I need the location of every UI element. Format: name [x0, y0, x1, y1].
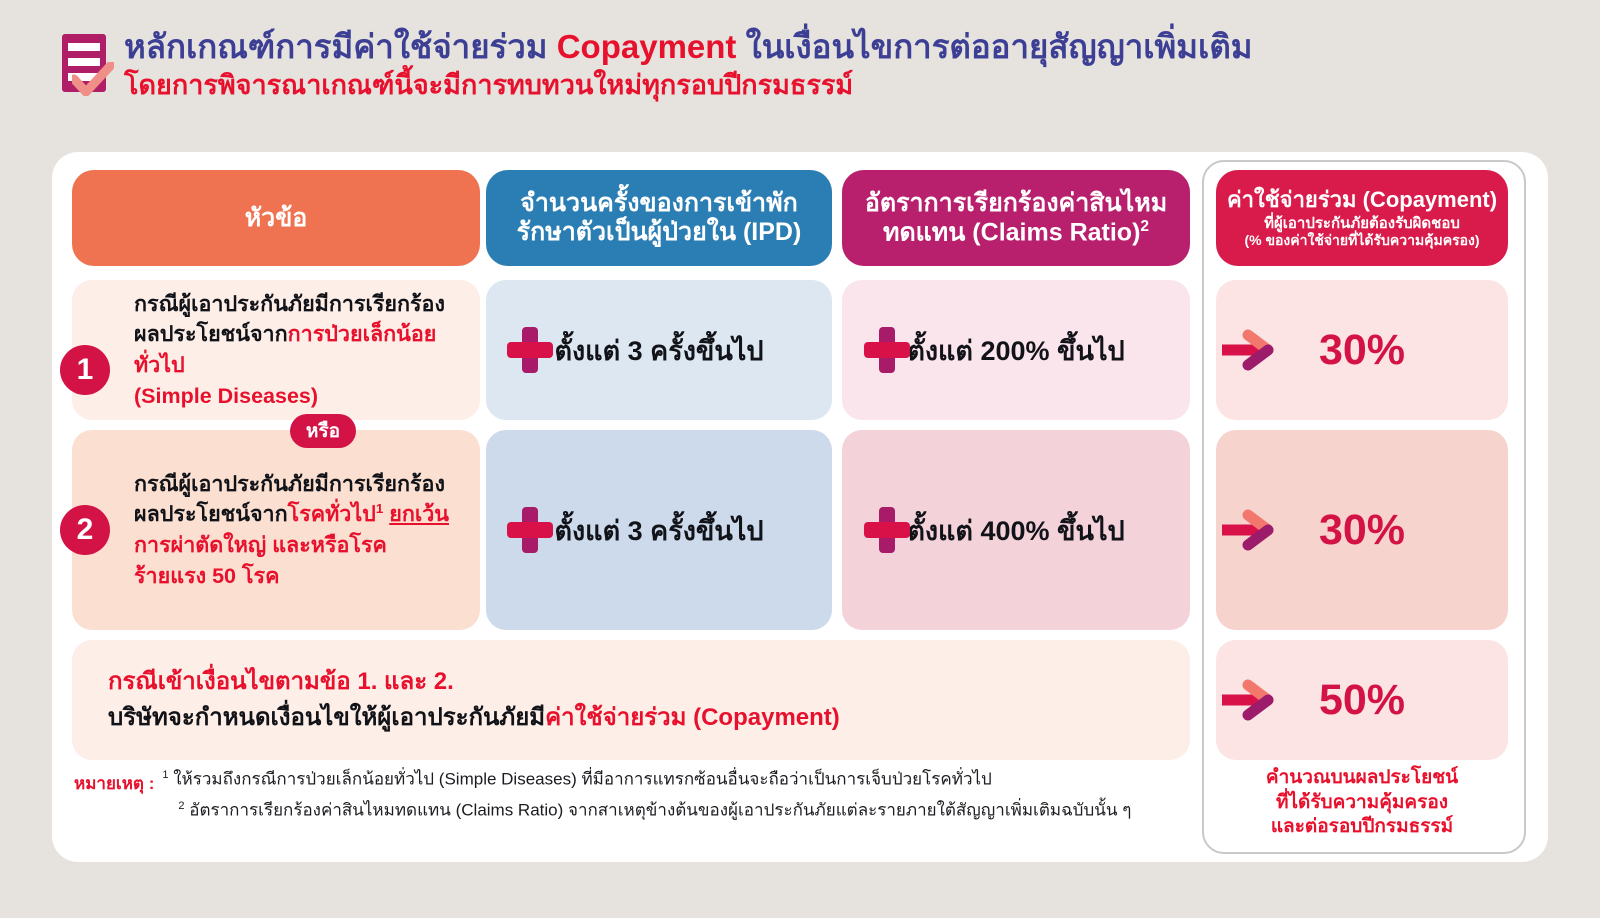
- column-header-topic: หัวข้อ: [72, 170, 480, 266]
- arrow-right-icon: [1222, 679, 1274, 721]
- page-subtitle: โดยการพิจารณาเกณฑ์นี้จะมีการทบทวนใหม่ทุก…: [124, 69, 854, 100]
- result-caption-line2: ที่ได้รับความคุ้มครอง: [1275, 791, 1449, 813]
- summary-result-value: 50%: [1318, 675, 1406, 724]
- column-header-claims: อัตราการเรียกร้องค่าสินไหม ทดแทน (Claims…: [842, 170, 1190, 266]
- summary-row: กรณีเข้าเงื่อนไขตามข้อ 1. และ 2. บริษัทจ…: [72, 640, 1190, 760]
- footnote-item: 2 อัตราการเรียกร้องค่าสินไหมทดแทน (Claim…: [162, 799, 1131, 822]
- arrow-right-icon: [1222, 509, 1274, 551]
- page-title-pre: หลักเกณฑ์การมีค่าใช้จ่ายร่วม: [124, 28, 557, 65]
- plus-icon: [864, 507, 910, 553]
- page-header: หลักเกณฑ์การมีค่าใช้จ่ายร่วม Copayment ใ…: [62, 28, 1542, 128]
- footnote-text: อัตราการเรียกร้องค่าสินไหมทดแทน (Claims …: [189, 800, 1132, 820]
- row2-claims-value: ตั้งแต่ 400% ขึ้นไป: [907, 515, 1125, 546]
- row2-topic-line4: ร้ายแรง 50 โรค: [134, 563, 280, 588]
- table-row: กรณีผู้เอาประกันภัยมีการเรียกร้อง ผลประโ…: [72, 430, 480, 630]
- summary-text: กรณีเข้าเงื่อนไขตามข้อ 1. และ 2. บริษัทจ…: [108, 664, 840, 736]
- footnote-text: ให้รวมถึงกรณีการป่วยเล็กน้อยทั่วไป (Simp…: [173, 769, 992, 789]
- row2-ipd-value: ตั้งแต่ 3 ครั้งขึ้นไป: [554, 515, 764, 546]
- result-caption-line3: และต่อรอบปีกรมธรรม์: [1270, 816, 1454, 838]
- column-header-ipd-line2: รักษาตัวเป็นผู้ป่วยใน (IPD): [516, 218, 802, 246]
- summary-line2-plain: บริษัทจะกำหนดเงื่อนไขให้ผู้เอาประกันภัยม…: [108, 704, 546, 731]
- column-header-ipd-line1: จำนวนครั้งของการเข้าพัก: [520, 189, 798, 217]
- footnote-marker: 2: [178, 799, 185, 812]
- row1-topic-text: กรณีผู้เอาประกันภัยมีการเรียกร้อง ผลประโ…: [134, 289, 458, 411]
- or-badge: หรือ: [290, 414, 356, 448]
- row2-topic-line2-plain: ผลประโยชน์จาก: [134, 502, 288, 527]
- plus-icon: [507, 327, 553, 373]
- row1-result-value: 30%: [1318, 325, 1406, 374]
- row2-ipd-cell: ตั้งแต่ 3 ครั้งขึ้นไป: [486, 430, 832, 630]
- row2-result-value: 30%: [1318, 505, 1406, 554]
- row2-topic-line2-highlight: โรคทั่วไป: [287, 502, 376, 527]
- page-title-copayment: Copayment: [556, 28, 737, 65]
- column-header-ipd: จำนวนครั้งของการเข้าพัก รักษาตัวเป็นผู้ป…: [486, 170, 832, 266]
- clipboard-check-icon: [62, 34, 114, 96]
- footnote-marker: 1: [162, 769, 169, 781]
- column-header-topic-label: หัวข้อ: [244, 203, 308, 232]
- footnotes: หมายเหตุ : 1 ให้รวมถึงกรณีการป่วยเล็กน้อ…: [74, 768, 1194, 822]
- row1-ipd-value: ตั้งแต่ 3 ครั้งขึ้นไป: [554, 335, 764, 366]
- arrow-right-icon: [1222, 329, 1274, 371]
- check-mark-icon: [72, 62, 114, 96]
- row2-topic-line1: กรณีผู้เอาประกันภัยมีการเรียกร้อง: [134, 471, 445, 496]
- table-row: กรณีผู้เอาประกันภัยมีการเรียกร้อง ผลประโ…: [72, 280, 480, 420]
- column-header-claims-line2: ทดแทน (Claims Ratio): [882, 218, 1141, 247]
- row1-number-badge: 1: [60, 345, 110, 395]
- row2-topic-line3: การผ่าตัดใหญ่ และหรือโรค: [134, 533, 387, 557]
- row1-result-cell: 30%: [1216, 280, 1508, 420]
- page-title: หลักเกณฑ์การมีค่าใช้จ่ายร่วม Copayment ใ…: [124, 28, 1253, 67]
- summary-line2-highlight: ค่าใช้จ่ายร่วม (Copayment): [545, 704, 840, 731]
- result-caption: คำนวณบนผลประโยชน์ ที่ได้รับความคุ้มครอง …: [1216, 766, 1508, 840]
- column-header-result: ค่าใช้จ่ายร่วม (Copayment) ที่ผู้เอาประก…: [1216, 170, 1508, 266]
- row1-topic-line2-highlight: การป่วยเล็กน้อยทั่วไป: [134, 322, 437, 377]
- footnote-item: 1 ให้รวมถึงกรณีการป่วยเล็กน้อยทั่วไป (Si…: [162, 768, 1131, 791]
- summary-line1: กรณีเข้าเงื่อนไขตามข้อ 1. และ 2.: [108, 668, 454, 695]
- copayment-table-card: หัวข้อ จำนวนครั้งของการเข้าพัก รักษาตัวเ…: [52, 152, 1548, 862]
- row1-claims-value: ตั้งแต่ 200% ขึ้นไป: [907, 335, 1125, 366]
- plus-icon: [864, 327, 910, 373]
- column-header-result-line1: ค่าใช้จ่ายร่วม (Copayment): [1226, 187, 1498, 213]
- row2-number-badge: 2: [60, 505, 110, 555]
- column-header-result-line3: (% ของค่าใช้จ่ายที่ได้รับความคุ้มครอง): [1244, 232, 1480, 249]
- column-header-result-line2: ที่ผู้เอาประกันภัยต้องรับผิดชอบ: [1264, 214, 1460, 232]
- column-header-claims-line1: อัตราการเรียกร้องค่าสินไหม: [864, 188, 1168, 217]
- page-title-post: ในเงื่อนไขการต่ออายุสัญญาเพิ่มเติม: [736, 28, 1253, 65]
- result-caption-line1: คำนวณบนผลประโยชน์: [1265, 767, 1459, 788]
- row1-topic-line3: (Simple Diseases): [134, 383, 319, 408]
- column-header-claims-footnote-marker: 2: [1140, 217, 1150, 235]
- row2-topic-footnote-marker: 1: [375, 501, 384, 517]
- row2-topic-except-label: ยกเว้น: [389, 502, 449, 527]
- row1-topic-line1: กรณีผู้เอาประกันภัยมีการเรียกร้อง: [134, 291, 445, 316]
- row1-topic-line2-plain: ผลประโยชน์จาก: [134, 322, 288, 347]
- footnotes-label: หมายเหตุ :: [74, 774, 155, 793]
- row2-topic-text: กรณีผู้เอาประกันภัยมีการเรียกร้อง ผลประโ…: [134, 469, 449, 591]
- plus-icon: [507, 507, 553, 553]
